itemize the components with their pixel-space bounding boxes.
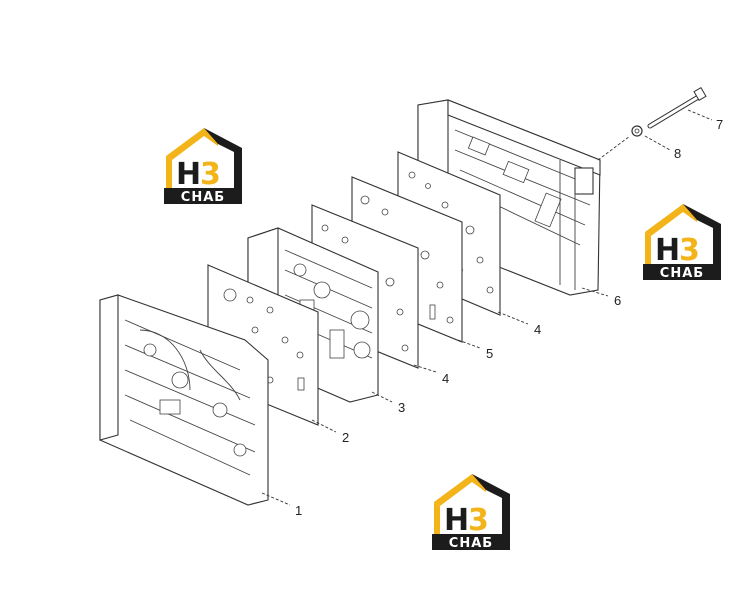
- callout-4-lower: 4: [442, 371, 449, 386]
- logo-letter-h: H: [655, 233, 680, 268]
- part-1-main-plate: [99, 294, 269, 506]
- logo-letter-h: H: [444, 503, 469, 538]
- watermark-logo: H 3 СНАБ: [432, 474, 510, 551]
- callouts: 1 2 3 4 5 4 6 7 8: [261, 109, 723, 518]
- callout-1: 1: [295, 503, 302, 518]
- logo-number-3: 3: [679, 233, 700, 268]
- callout-5: 5: [486, 346, 493, 361]
- logo-number-3: 3: [468, 503, 489, 538]
- logo-number-3: 3: [200, 157, 221, 192]
- logo-band-text: СНАБ: [660, 266, 704, 281]
- callout-8: 8: [674, 146, 681, 161]
- callout-2: 2: [342, 430, 349, 445]
- logo-letter-h: H: [176, 157, 201, 192]
- watermark-logo: H 3 СНАБ: [164, 128, 242, 205]
- callout-3: 3: [398, 400, 405, 415]
- logo-band-text: СНАБ: [449, 536, 493, 551]
- callout-7: 7: [716, 117, 723, 132]
- callout-6: 6: [614, 293, 621, 308]
- part-7-bolt: [647, 86, 707, 129]
- part-8-washer: [631, 125, 643, 137]
- logo-band-text: СНАБ: [181, 190, 225, 205]
- watermark-logo: H 3 СНАБ: [643, 204, 721, 281]
- callout-4-upper: 4: [534, 322, 541, 337]
